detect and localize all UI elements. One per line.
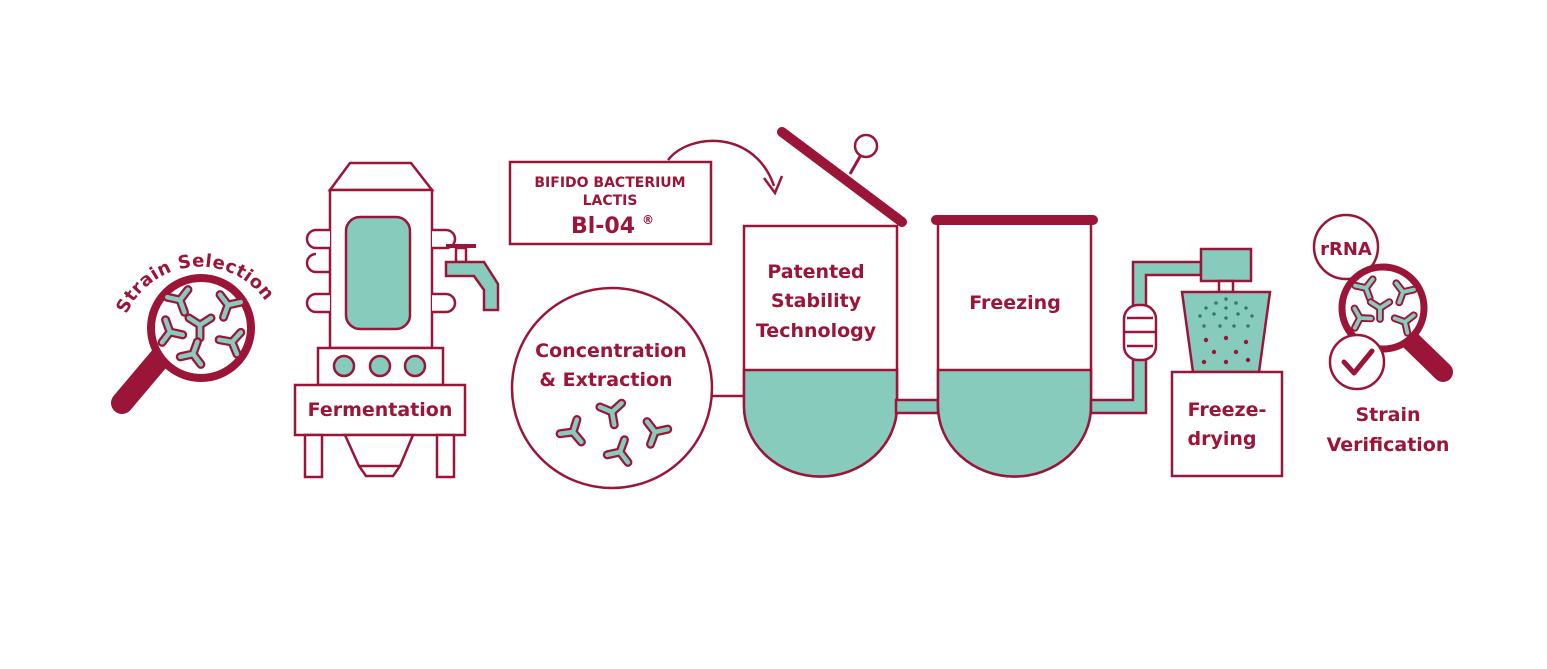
spray-dot xyxy=(1224,297,1228,301)
spray-dot xyxy=(1218,324,1222,328)
rrna-label: rRNA xyxy=(1320,239,1372,260)
verification-label-line1: Strain xyxy=(1356,404,1421,426)
powder-dot xyxy=(1233,349,1239,355)
concentration-circle: Concentration & Extraction xyxy=(510,286,744,490)
freeze-drying-label-line1: Freeze- xyxy=(1188,399,1267,421)
powder-dot xyxy=(1211,349,1217,355)
freezing-label: Freezing xyxy=(969,292,1061,314)
strain-label-line2: LACTIS xyxy=(583,193,638,209)
powder-dot xyxy=(1201,359,1207,365)
strain-label-line1: BIFIDO BACTERIUM xyxy=(534,175,685,191)
magnifier-icon xyxy=(111,274,255,414)
concentration-label-line1: Concentration xyxy=(535,340,687,362)
powder-dot xyxy=(1243,339,1249,345)
spray-dot xyxy=(1234,301,1238,305)
spray-dot xyxy=(1224,316,1228,320)
tank-icon: Patented Stability Technology xyxy=(742,127,907,478)
tap-icon xyxy=(444,244,500,312)
powder-dot xyxy=(1223,335,1229,341)
spray-dryer-icon xyxy=(1180,247,1272,374)
strain-name: Bl-04 xyxy=(571,214,635,239)
stability-label-line3: Technology xyxy=(756,320,877,342)
stability-label-line1: Patented xyxy=(767,261,864,283)
spray-dot xyxy=(1214,301,1218,305)
fermenter-icon xyxy=(293,161,467,479)
freeze-drying-label-line2: drying xyxy=(1188,428,1257,450)
fermentation-label: Fermentation xyxy=(308,399,453,421)
tank-icon: Freezing xyxy=(931,215,1098,478)
powder-dot xyxy=(1223,359,1229,365)
spray-dot xyxy=(1244,306,1248,310)
stability-label-line2: Stability xyxy=(771,290,862,312)
concentration-label-line2: & Extraction xyxy=(539,369,672,391)
spray-dot xyxy=(1246,324,1250,328)
spray-dot xyxy=(1236,312,1240,316)
spray-dot xyxy=(1198,314,1202,318)
powder-dot xyxy=(1203,337,1209,343)
checkmark-icon xyxy=(1328,333,1386,391)
powder-dot xyxy=(1245,357,1251,363)
strain-selection: Strain Selection xyxy=(111,251,278,414)
spray-dot xyxy=(1204,306,1208,310)
registered-mark: ® xyxy=(642,213,654,227)
spray-dot xyxy=(1224,306,1228,310)
spray-dot xyxy=(1250,314,1254,318)
spray-dot xyxy=(1232,324,1236,328)
valve-icon xyxy=(1122,303,1158,362)
verification-label-line2: Verification xyxy=(1327,434,1450,456)
magnifier-icon xyxy=(1338,263,1453,382)
spray-dot xyxy=(1202,324,1206,328)
spray-dot xyxy=(1212,312,1216,316)
arrow-icon xyxy=(667,139,784,196)
strain-verification: rRNA Strain Verification xyxy=(1312,213,1453,456)
strain-label-box: BIFIDO BACTERIUM LACTIS Bl-04 ® xyxy=(508,160,713,246)
